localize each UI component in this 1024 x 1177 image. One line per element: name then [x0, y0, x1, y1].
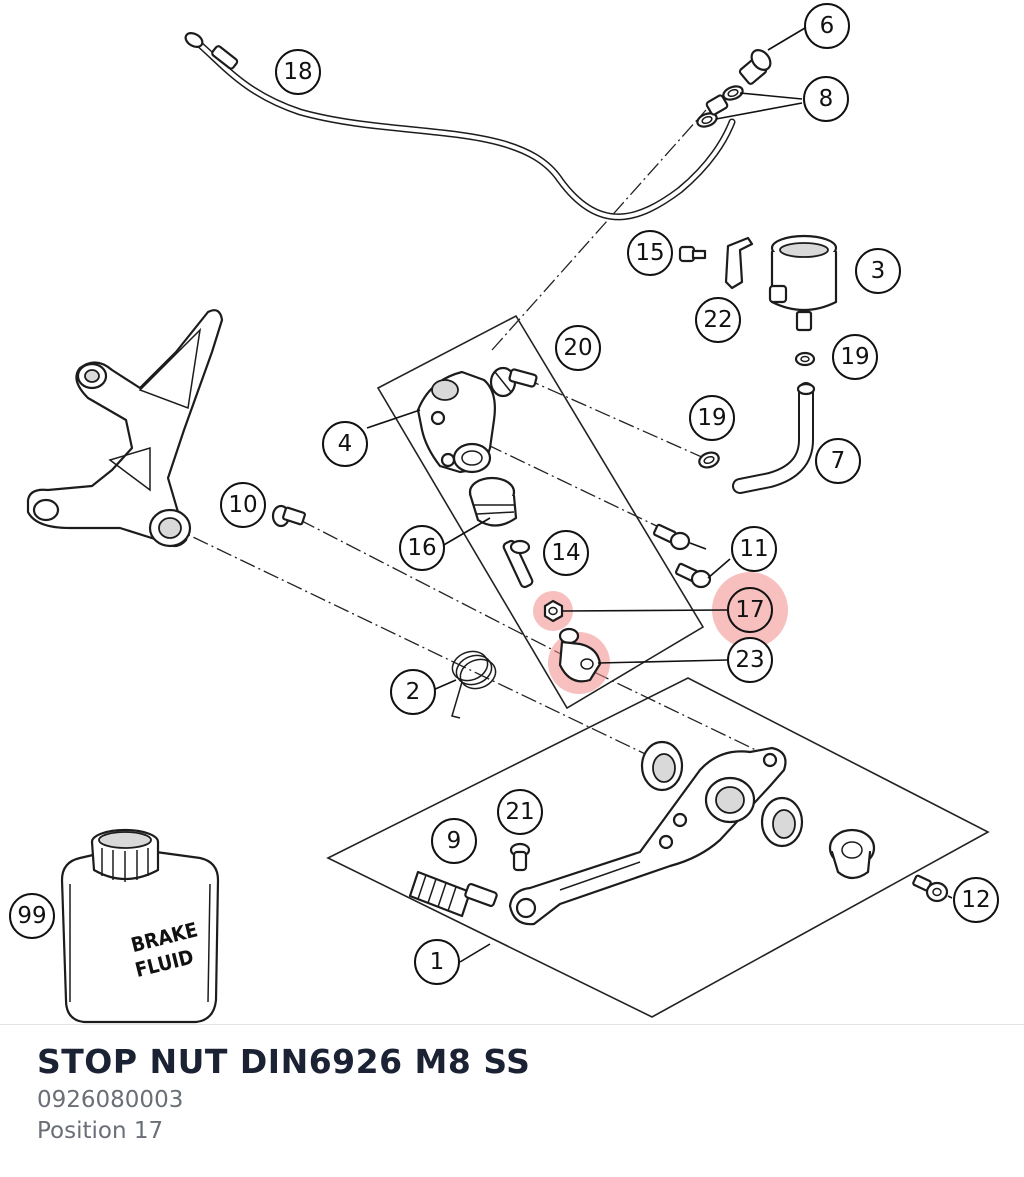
part-4-master-cylinder[interactable] [416, 370, 496, 474]
part-7-reservoir-hose[interactable] [732, 382, 816, 494]
callout-11-label: 11 [739, 536, 768, 562]
callout-11[interactable]: 11 [731, 526, 777, 572]
callout-20-label: 20 [563, 335, 592, 361]
part-17-stop-nut[interactable] [543, 599, 564, 623]
highlight-callout-17 [712, 572, 788, 648]
part-20-hose-fitting[interactable] [489, 366, 538, 398]
part-18-brake-line[interactable] [183, 30, 736, 221]
callout-8[interactable]: 8 [803, 76, 849, 122]
callout-17[interactable]: 17 [727, 587, 773, 633]
part-99-brake-fluid-bottle[interactable]: BRAKE FLUID [60, 828, 220, 1024]
callout-20[interactable]: 20 [555, 325, 601, 371]
callout-3-label: 3 [871, 258, 886, 284]
pedal-bearing-right[interactable] [760, 796, 804, 848]
callout-9[interactable]: 9 [431, 818, 477, 864]
part-11-bolt-lower[interactable] [674, 562, 712, 589]
callout-6-label: 6 [820, 13, 835, 39]
callout-18[interactable]: 18 [275, 49, 321, 95]
part-6-banjo-bolt[interactable] [738, 46, 774, 85]
part-2-return-spring[interactable] [448, 647, 499, 719]
callout-15[interactable]: 15 [627, 230, 673, 276]
callout-4-label: 4 [338, 431, 353, 457]
part-23-clevis[interactable] [558, 627, 602, 683]
part-title: STOP NUT DIN6926 M8 SS [37, 1042, 531, 1081]
callout-22-label: 22 [703, 307, 732, 333]
part-10-bolt[interactable] [271, 504, 306, 528]
part-15-screw[interactable] [678, 245, 707, 263]
part-19-hose-clamp-upper[interactable] [794, 351, 816, 367]
callout-14[interactable]: 14 [543, 530, 589, 576]
callout-8-label: 8 [819, 86, 834, 112]
callout-23[interactable]: 23 [727, 637, 773, 683]
brake-pedal-group-box [326, 677, 990, 1018]
callout-6[interactable]: 6 [804, 3, 850, 49]
callout-4[interactable]: 4 [322, 421, 368, 467]
footrest-bracket[interactable] [26, 309, 224, 548]
part-22-bracket[interactable] [724, 236, 754, 290]
part-14-push-rod[interactable] [502, 539, 534, 589]
callout-23-label: 23 [735, 647, 764, 673]
callout-99-label: 99 [17, 903, 46, 929]
callout-17-label: 17 [735, 597, 764, 623]
callout-15-label: 15 [635, 240, 664, 266]
master-cylinder-group-box [376, 314, 705, 710]
callout-19-lower[interactable]: 19 [689, 395, 735, 441]
callout-19-upper[interactable]: 19 [832, 334, 878, 380]
callout-9-label: 9 [447, 828, 462, 854]
info-divider [0, 1024, 1024, 1025]
part-16-dust-boot[interactable] [468, 476, 518, 527]
leader-lines [366, 27, 953, 963]
part-9-peg-rubber[interactable] [408, 870, 498, 918]
part-8-sealing-washers[interactable] [696, 84, 745, 129]
callout-1[interactable]: 1 [414, 939, 460, 985]
callout-12[interactable]: 12 [953, 877, 999, 923]
callout-16-label: 16 [407, 535, 436, 561]
callout-19-lower-label: 19 [697, 405, 726, 431]
pedal-bearing-left[interactable] [640, 740, 684, 792]
callout-7[interactable]: 7 [815, 438, 861, 484]
part-position: Position 17 [37, 1118, 164, 1144]
callout-19-upper-label: 19 [840, 344, 869, 370]
callout-14-label: 14 [551, 540, 580, 566]
exploded-parts-diagram: BRAKE FLUID 6 8 18 15 3 22 20 19 19 4 7 … [9, 3, 999, 1024]
part-number: 0926080003 [37, 1087, 184, 1113]
callout-3[interactable]: 3 [855, 248, 901, 294]
part-21-screw[interactable] [509, 842, 531, 872]
callout-2[interactable]: 2 [390, 669, 436, 715]
callout-99[interactable]: 99 [9, 893, 55, 939]
callout-1-label: 1 [430, 949, 445, 975]
part-12-bolt[interactable] [912, 874, 949, 903]
callout-labels: 6 8 18 15 3 22 20 19 19 4 7 10 11 16 14 … [9, 3, 999, 985]
callout-18-label: 18 [283, 59, 312, 85]
part-11-bolt-upper[interactable] [652, 523, 691, 551]
callout-10-label: 10 [228, 492, 257, 518]
callout-2-label: 2 [406, 679, 421, 705]
callout-22[interactable]: 22 [695, 297, 741, 343]
callout-12-label: 12 [961, 887, 990, 913]
pedal-bushing[interactable] [828, 828, 876, 880]
part-3-fluid-reservoir[interactable] [768, 234, 838, 332]
callout-21-label: 21 [505, 799, 534, 825]
part-19-hose-clamp-lower[interactable] [697, 450, 721, 470]
callout-16[interactable]: 16 [399, 525, 445, 571]
callout-21[interactable]: 21 [497, 789, 543, 835]
part-1-brake-pedal[interactable] [508, 746, 787, 926]
callout-7-label: 7 [831, 448, 846, 474]
callout-10[interactable]: 10 [220, 482, 266, 528]
